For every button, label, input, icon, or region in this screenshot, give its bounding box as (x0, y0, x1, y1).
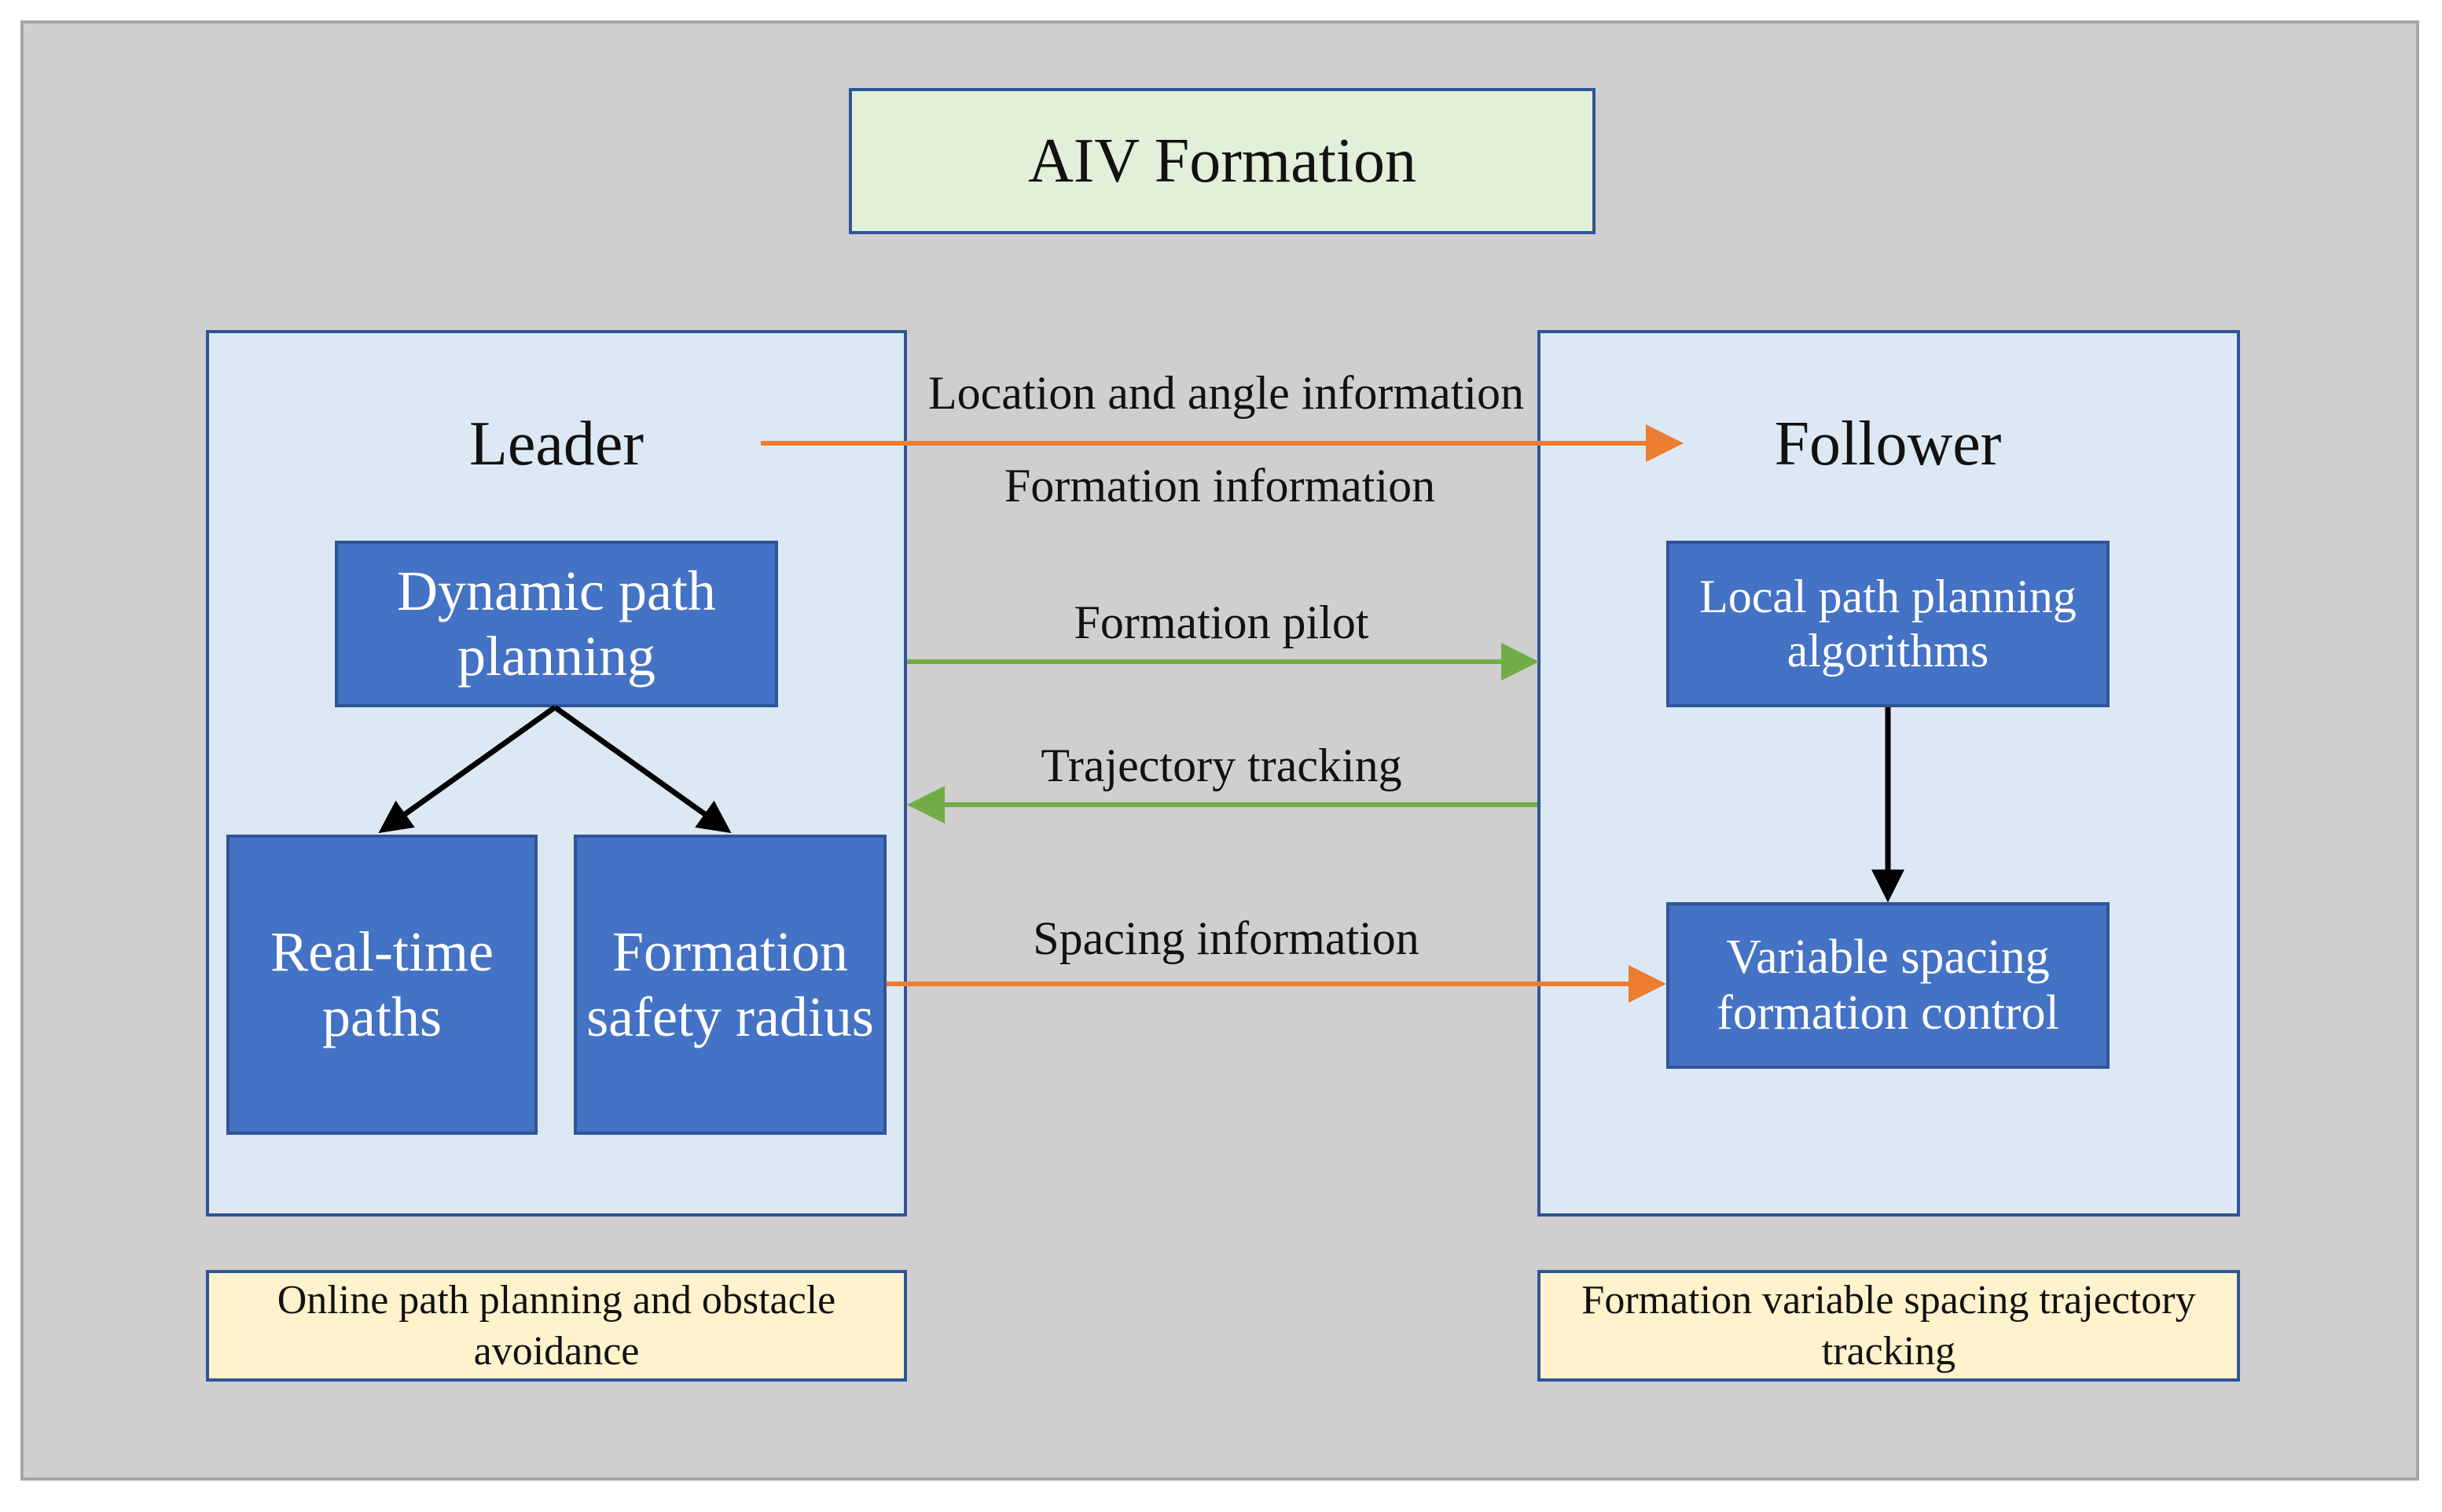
follower-heading: Follower (1774, 409, 2002, 479)
formation-information-label: Formation information (1004, 460, 1436, 512)
realtime-paths-box: Real-time paths (226, 835, 538, 1135)
leader-note: Online path planning and obstacle avoida… (206, 1270, 907, 1382)
spacing-information-label: Spacing information (1033, 912, 1419, 964)
formation-safety-radius-box: Formation safety radius (574, 835, 887, 1135)
dynamic-to-safety-arrow (553, 705, 732, 834)
diagram-title: AIV Formation (849, 88, 1596, 234)
variable-spacing-control-box: Variable spacing formation control (1666, 902, 2110, 1069)
leader-heading: Leader (468, 409, 644, 479)
trajectory-tracking-label: Trajectory tracking (1041, 739, 1402, 791)
formation-pilot-label: Formation pilot (1074, 596, 1369, 648)
location-angle-label: Location and angle information (927, 367, 1525, 419)
dynamic-to-realtime-arrow (378, 705, 557, 834)
local-path-planning-box: Local path planning algorithms (1666, 541, 2110, 707)
follower-note: Formation variable spacing trajectory tr… (1537, 1270, 2240, 1382)
